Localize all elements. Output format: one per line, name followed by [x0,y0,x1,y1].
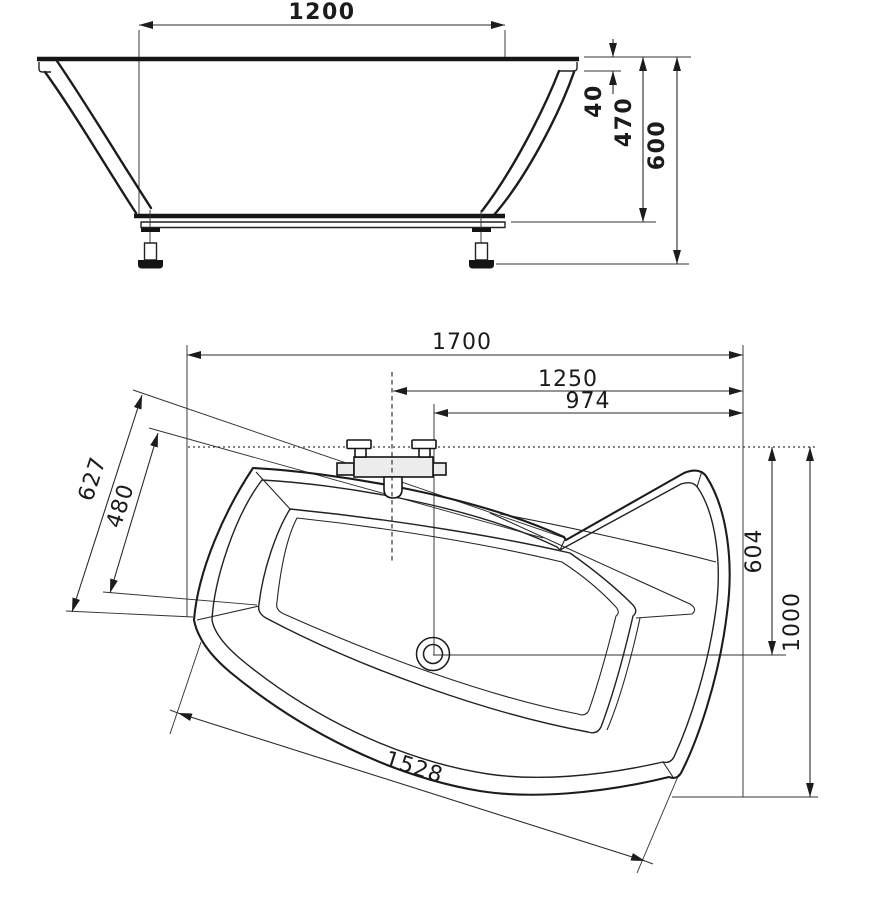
dim-label-40: 40 [582,84,607,118]
dim-label-627: 627 [74,454,112,505]
deck-body [353,456,434,478]
plan-dimension-lines [71,351,814,862]
side-view-extension-lines [138,30,691,265]
plan-view: 1700 1250 974 627 480 604 1000 1528 [65,330,818,874]
faucet-deck [336,372,447,562]
deck-left-tab [336,462,355,476]
handle-left-stem [354,447,367,458]
dim-label-1528: 1528 [382,747,447,789]
tub-foot-left [138,210,163,269]
dim-label-600: 600 [645,120,670,170]
spout [383,476,403,499]
dim-label-470: 470 [612,97,637,147]
deck-right-tab [432,462,447,476]
handle-right-cap [411,439,437,450]
tub-plan-outline [192,466,731,796]
tub-foot-right [469,210,494,269]
dim-label-604: 604 [742,529,767,574]
dim-label-1000: 1000 [780,592,805,652]
handle-right-stem [418,447,431,458]
dim-label-1200: 1200 [288,0,355,25]
dim-label-1700: 1700 [432,330,492,355]
dim-label-480: 480 [102,481,140,532]
side-view-dimension-lines [139,21,681,264]
drain [415,636,451,672]
dim-label-974: 974 [566,389,611,414]
side-view: 1200 40 470 600 [37,0,691,269]
dim-label-1250: 1250 [538,367,598,392]
handle-left-cap [346,439,372,450]
tub-side-profile [37,56,579,229]
plan-extension-lines [65,345,818,874]
